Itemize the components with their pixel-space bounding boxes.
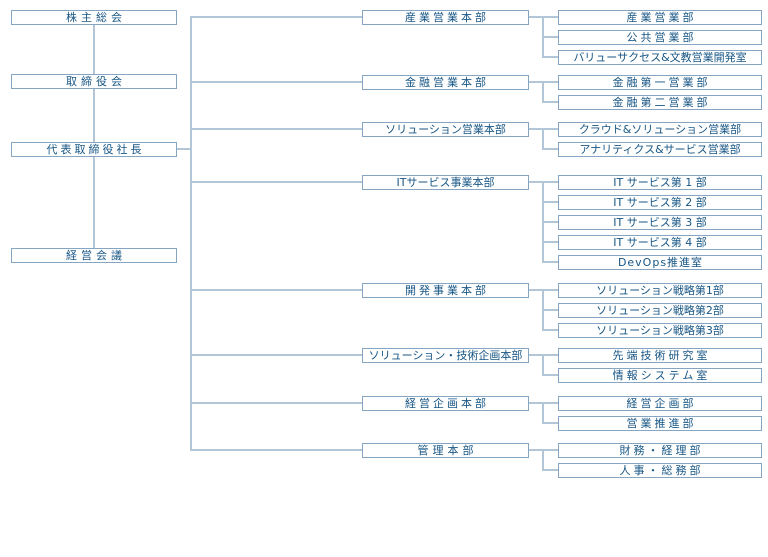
department-box-5-3: ソリューション戦略第3部 bbox=[558, 323, 762, 338]
department-stub-line bbox=[542, 261, 558, 263]
department-stub-line bbox=[542, 128, 558, 130]
division-trunk-line bbox=[190, 16, 192, 451]
department-box-1-1: 産業営業部 bbox=[558, 10, 762, 25]
department-stub-line bbox=[542, 329, 558, 331]
department-box-7-1: 経営企画部 bbox=[558, 396, 762, 411]
department-box-4-2: IT サービス第 2 部 bbox=[558, 195, 762, 210]
department-stub-line bbox=[542, 449, 558, 451]
department-stub-line bbox=[542, 402, 558, 404]
department-stub-line bbox=[542, 241, 558, 243]
department-box-6-1: 先端技術研究室 bbox=[558, 348, 762, 363]
department-stub-line bbox=[542, 422, 558, 424]
department-trunk-line bbox=[542, 128, 544, 150]
division-box-7: 経営企画本部 bbox=[362, 396, 529, 411]
department-branch-line bbox=[529, 402, 544, 404]
department-box-8-2: 人事・総務部 bbox=[558, 463, 762, 478]
department-box-1-2: 公共営業部 bbox=[558, 30, 762, 45]
department-branch-line bbox=[529, 16, 544, 18]
department-box-5-2: ソリューション戦略第2部 bbox=[558, 303, 762, 318]
division-branch-line bbox=[190, 181, 362, 183]
division-box-6: ソリューション・技術企画本部 bbox=[362, 348, 529, 363]
department-trunk-line bbox=[542, 402, 544, 424]
department-stub-line bbox=[542, 16, 558, 18]
shareholders-meeting-box: 株主総会 bbox=[11, 10, 177, 25]
department-box-1-3: バリューサクセス&文教営業開発室 bbox=[558, 50, 762, 65]
department-stub-line bbox=[542, 221, 558, 223]
division-branch-line bbox=[190, 128, 362, 130]
department-stub-line bbox=[542, 201, 558, 203]
department-box-2-2: 金融第二営業部 bbox=[558, 95, 762, 110]
department-stub-line bbox=[542, 101, 558, 103]
division-branch-line bbox=[190, 402, 362, 404]
division-branch-line bbox=[190, 449, 362, 451]
department-branch-line bbox=[529, 81, 544, 83]
department-branch-line bbox=[529, 289, 544, 291]
department-box-4-1: IT サービス第 1 部 bbox=[558, 175, 762, 190]
division-box-1: 産業営業本部 bbox=[362, 10, 529, 25]
president-connector-line bbox=[177, 148, 192, 150]
department-box-4-3: IT サービス第 3 部 bbox=[558, 215, 762, 230]
department-stub-line bbox=[542, 309, 558, 311]
department-box-4-5: DevOps推進室 bbox=[558, 255, 762, 270]
department-box-2-1: 金融第一営業部 bbox=[558, 75, 762, 90]
division-box-2: 金融営業本部 bbox=[362, 75, 529, 90]
department-branch-line bbox=[529, 354, 544, 356]
department-box-4-4: IT サービス第 4 部 bbox=[558, 235, 762, 250]
department-box-3-2: アナリティクス&サービス営業部 bbox=[558, 142, 762, 157]
department-trunk-line bbox=[542, 449, 544, 471]
department-box-3-1: クラウド&ソリューション営業部 bbox=[558, 122, 762, 137]
department-branch-line bbox=[529, 181, 544, 183]
department-stub-line bbox=[542, 36, 558, 38]
division-branch-line bbox=[190, 81, 362, 83]
department-trunk-line bbox=[542, 354, 544, 376]
department-box-7-2: 営業推進部 bbox=[558, 416, 762, 431]
division-box-3: ソリューション営業本部 bbox=[362, 122, 529, 137]
department-stub-line bbox=[542, 374, 558, 376]
department-stub-line bbox=[542, 469, 558, 471]
department-box-5-1: ソリューション戦略第1部 bbox=[558, 283, 762, 298]
division-box-8: 管理本部 bbox=[362, 443, 529, 458]
president-box: 代表取締役社長 bbox=[11, 142, 177, 157]
division-branch-line bbox=[190, 354, 362, 356]
department-stub-line bbox=[542, 148, 558, 150]
department-stub-line bbox=[542, 354, 558, 356]
division-branch-line bbox=[190, 16, 362, 18]
department-stub-line bbox=[542, 81, 558, 83]
department-box-6-2: 情報システム室 bbox=[558, 368, 762, 383]
division-branch-line bbox=[190, 289, 362, 291]
department-stub-line bbox=[542, 56, 558, 58]
department-branch-line bbox=[529, 128, 544, 130]
management-council-box: 経営会議 bbox=[11, 248, 177, 263]
governance-connector-line bbox=[93, 24, 95, 249]
board-of-directors-box: 取締役会 bbox=[11, 74, 177, 89]
department-stub-line bbox=[542, 289, 558, 291]
department-trunk-line bbox=[542, 81, 544, 103]
division-box-4: ITサービス事業本部 bbox=[362, 175, 529, 190]
department-stub-line bbox=[542, 181, 558, 183]
department-box-8-1: 財務・経理部 bbox=[558, 443, 762, 458]
division-box-5: 開発事業本部 bbox=[362, 283, 529, 298]
department-branch-line bbox=[529, 449, 544, 451]
